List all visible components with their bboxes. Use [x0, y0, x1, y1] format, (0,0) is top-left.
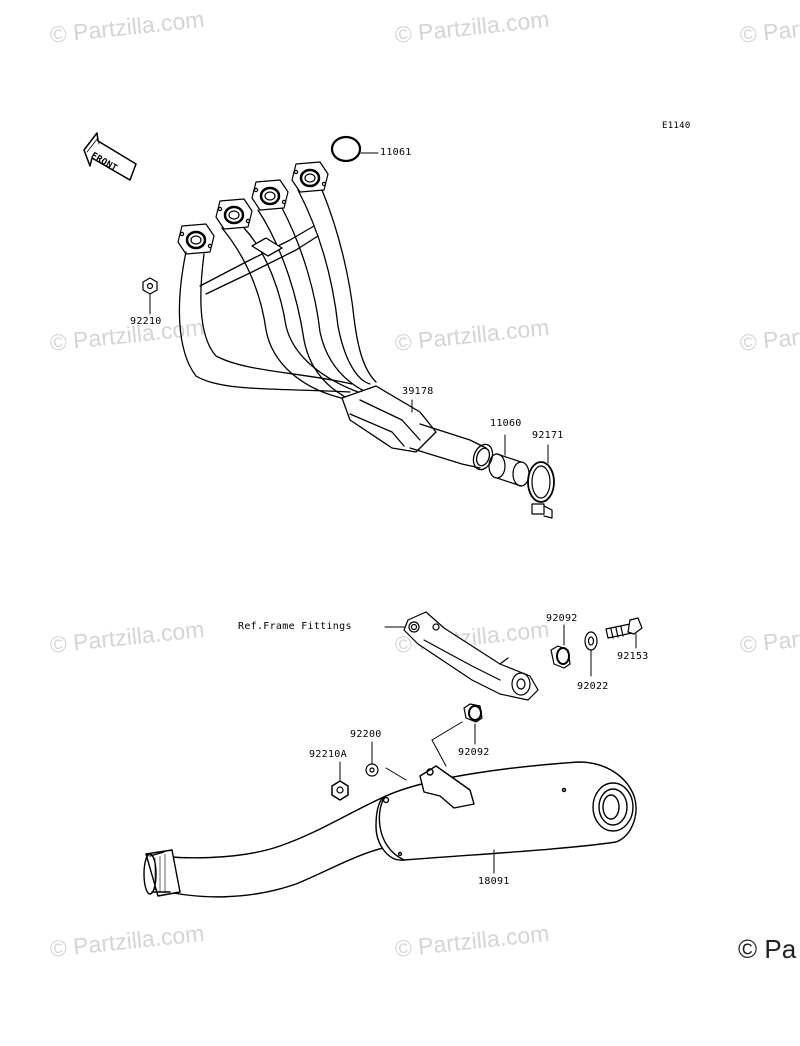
header-pipes-39178[interactable]: [178, 189, 495, 472]
part-label-92153[interactable]: 92153: [617, 651, 649, 662]
part-label-11061[interactable]: 11061: [380, 147, 412, 158]
muffler-bracket: [403, 611, 539, 701]
nut-92210A[interactable]: [331, 761, 349, 801]
part-label-92171[interactable]: 92171: [532, 430, 564, 441]
part-label-92092-upper[interactable]: 92092: [546, 613, 578, 624]
part-label-11060[interactable]: 11060: [490, 418, 522, 429]
part-label-92210A[interactable]: 92210A: [309, 749, 347, 760]
part-label-92210[interactable]: 92210: [130, 316, 162, 327]
gasket-11061[interactable]: [330, 135, 362, 163]
gasket-11060[interactable]: [488, 434, 530, 487]
part-label-92092-lower[interactable]: 92092: [458, 747, 490, 758]
clamp-92171[interactable]: [527, 444, 555, 519]
diagram-code: E1140: [662, 121, 691, 131]
ref-frame-fittings-note: Ref.Frame Fittings: [238, 621, 352, 632]
header-flanges: [177, 161, 329, 255]
damper-92092-upper[interactable]: [550, 624, 571, 669]
part-label-92200[interactable]: 92200: [350, 729, 382, 740]
muffler-18091[interactable]: [143, 761, 637, 898]
part-label-18091[interactable]: 18091: [478, 876, 510, 887]
washer-92022[interactable]: [584, 631, 598, 677]
part-label-92022[interactable]: 92022: [577, 681, 609, 692]
bolt-92153[interactable]: [605, 617, 643, 649]
watermark-corner: © Pa: [738, 934, 797, 964]
washer-92200[interactable]: [365, 741, 379, 777]
part-label-39178[interactable]: 39178: [402, 386, 434, 397]
damper-92092-lower[interactable]: [463, 703, 483, 745]
front-arrow-icon: [83, 132, 137, 181]
nut-92210[interactable]: [142, 277, 158, 295]
